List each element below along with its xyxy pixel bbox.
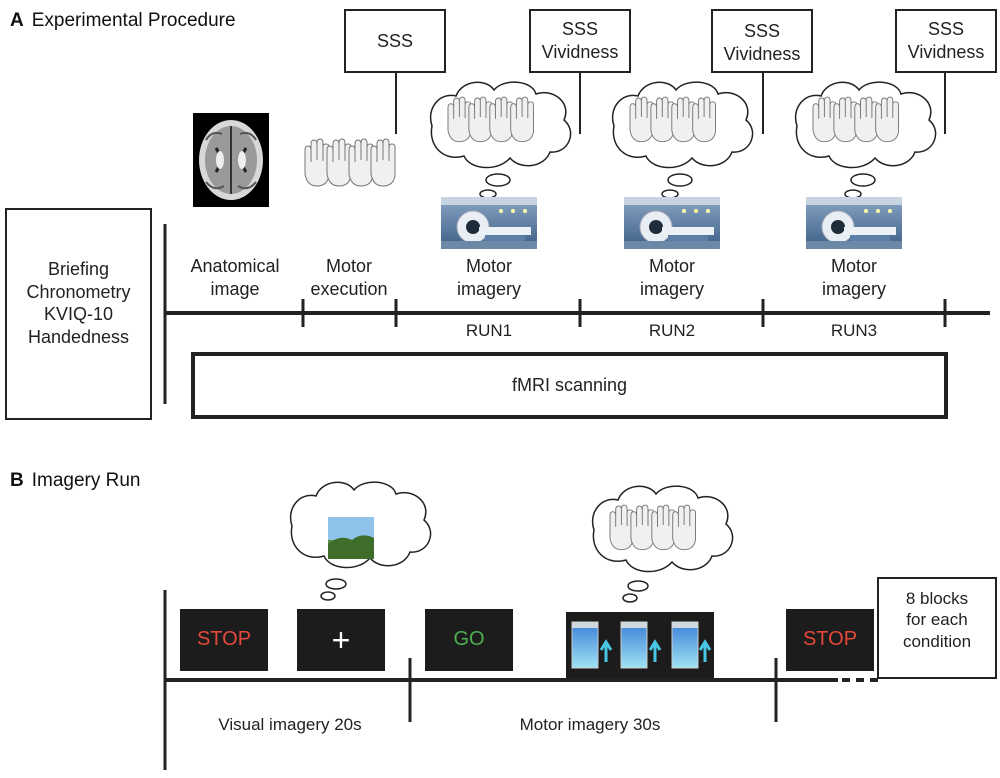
go-screen [425, 609, 513, 671]
questionnaire-text-4: SSS Vividness [907, 19, 985, 62]
fixation-cross: + [331, 622, 351, 658]
blocks-note-text: 8 blocks for each condition [902, 589, 972, 651]
questionnaire-box-1 [344, 9, 446, 73]
stop-text-2: STOP [802, 628, 858, 650]
brain-mri-icon [193, 113, 269, 207]
landscape-icon [328, 517, 374, 559]
mri-scanner-icon-3 [805, 196, 903, 250]
stage-label-motor-imagery-3: Motor imagery [821, 256, 887, 299]
pre-session-box [5, 208, 152, 420]
run-label-2: RUN2 [648, 321, 696, 340]
thought-cloud-hands [591, 485, 734, 603]
run-label-1: RUN1 [465, 321, 513, 340]
section-b-text: Imagery Run [31, 470, 141, 491]
section-b-letter: B [10, 470, 24, 491]
thought-cloud-icon-3 [794, 81, 937, 199]
questionnaire-text-3: SSS Vividness [723, 21, 801, 64]
questionnaire-box-3 [711, 9, 813, 73]
stop-text-1: STOP [196, 628, 252, 650]
go-text: GO [453, 628, 485, 650]
pre-session-text: Briefing Chronometry KVIQ-10 Handedness [26, 259, 131, 347]
fmri-scanning-box [191, 352, 948, 419]
section-a-letter: A [10, 10, 24, 31]
questionnaire-box-2 [529, 9, 631, 73]
stage-label-motor-imagery-1: Motor imagery [456, 256, 522, 299]
section-a-text: Experimental Procedure [31, 10, 236, 31]
stop-screen-1 [180, 609, 268, 671]
thought-cloud-icon-2 [611, 81, 754, 199]
phase-visual-label: Visual imagery 20s [218, 715, 362, 734]
mri-scanner-icon-1 [440, 196, 538, 250]
stage-label-anatomical: Anatomical image [190, 256, 280, 299]
questionnaire-text-2: SSS Vividness [541, 19, 619, 62]
section-b-title: B Imagery Run [10, 470, 141, 492]
questionnaire-box-4 [895, 9, 997, 73]
blocks-note-box [877, 577, 997, 679]
stop-screen-2 [786, 609, 874, 671]
stage-label-motor-imagery-2: Motor imagery [639, 256, 705, 299]
phase-motor-label: Motor imagery 30s [519, 715, 661, 734]
fmri-scanning-label: fMRI scanning [511, 375, 628, 395]
section-a-title: A Experimental Procedure [10, 10, 236, 32]
mri-scanner-icon-2 [623, 196, 721, 250]
questionnaire-text-1: SSS [376, 31, 414, 51]
hands-icon [305, 139, 395, 186]
fixation-screen [297, 609, 385, 671]
stage-label-motor-execution: Motor execution [310, 256, 388, 299]
timeline-a-ticks [301, 299, 947, 327]
motor-task-screen [566, 612, 714, 678]
thought-cloud-landscape [289, 481, 432, 601]
thought-cloud-icon-1 [429, 81, 572, 199]
run-label-3: RUN3 [830, 321, 878, 340]
